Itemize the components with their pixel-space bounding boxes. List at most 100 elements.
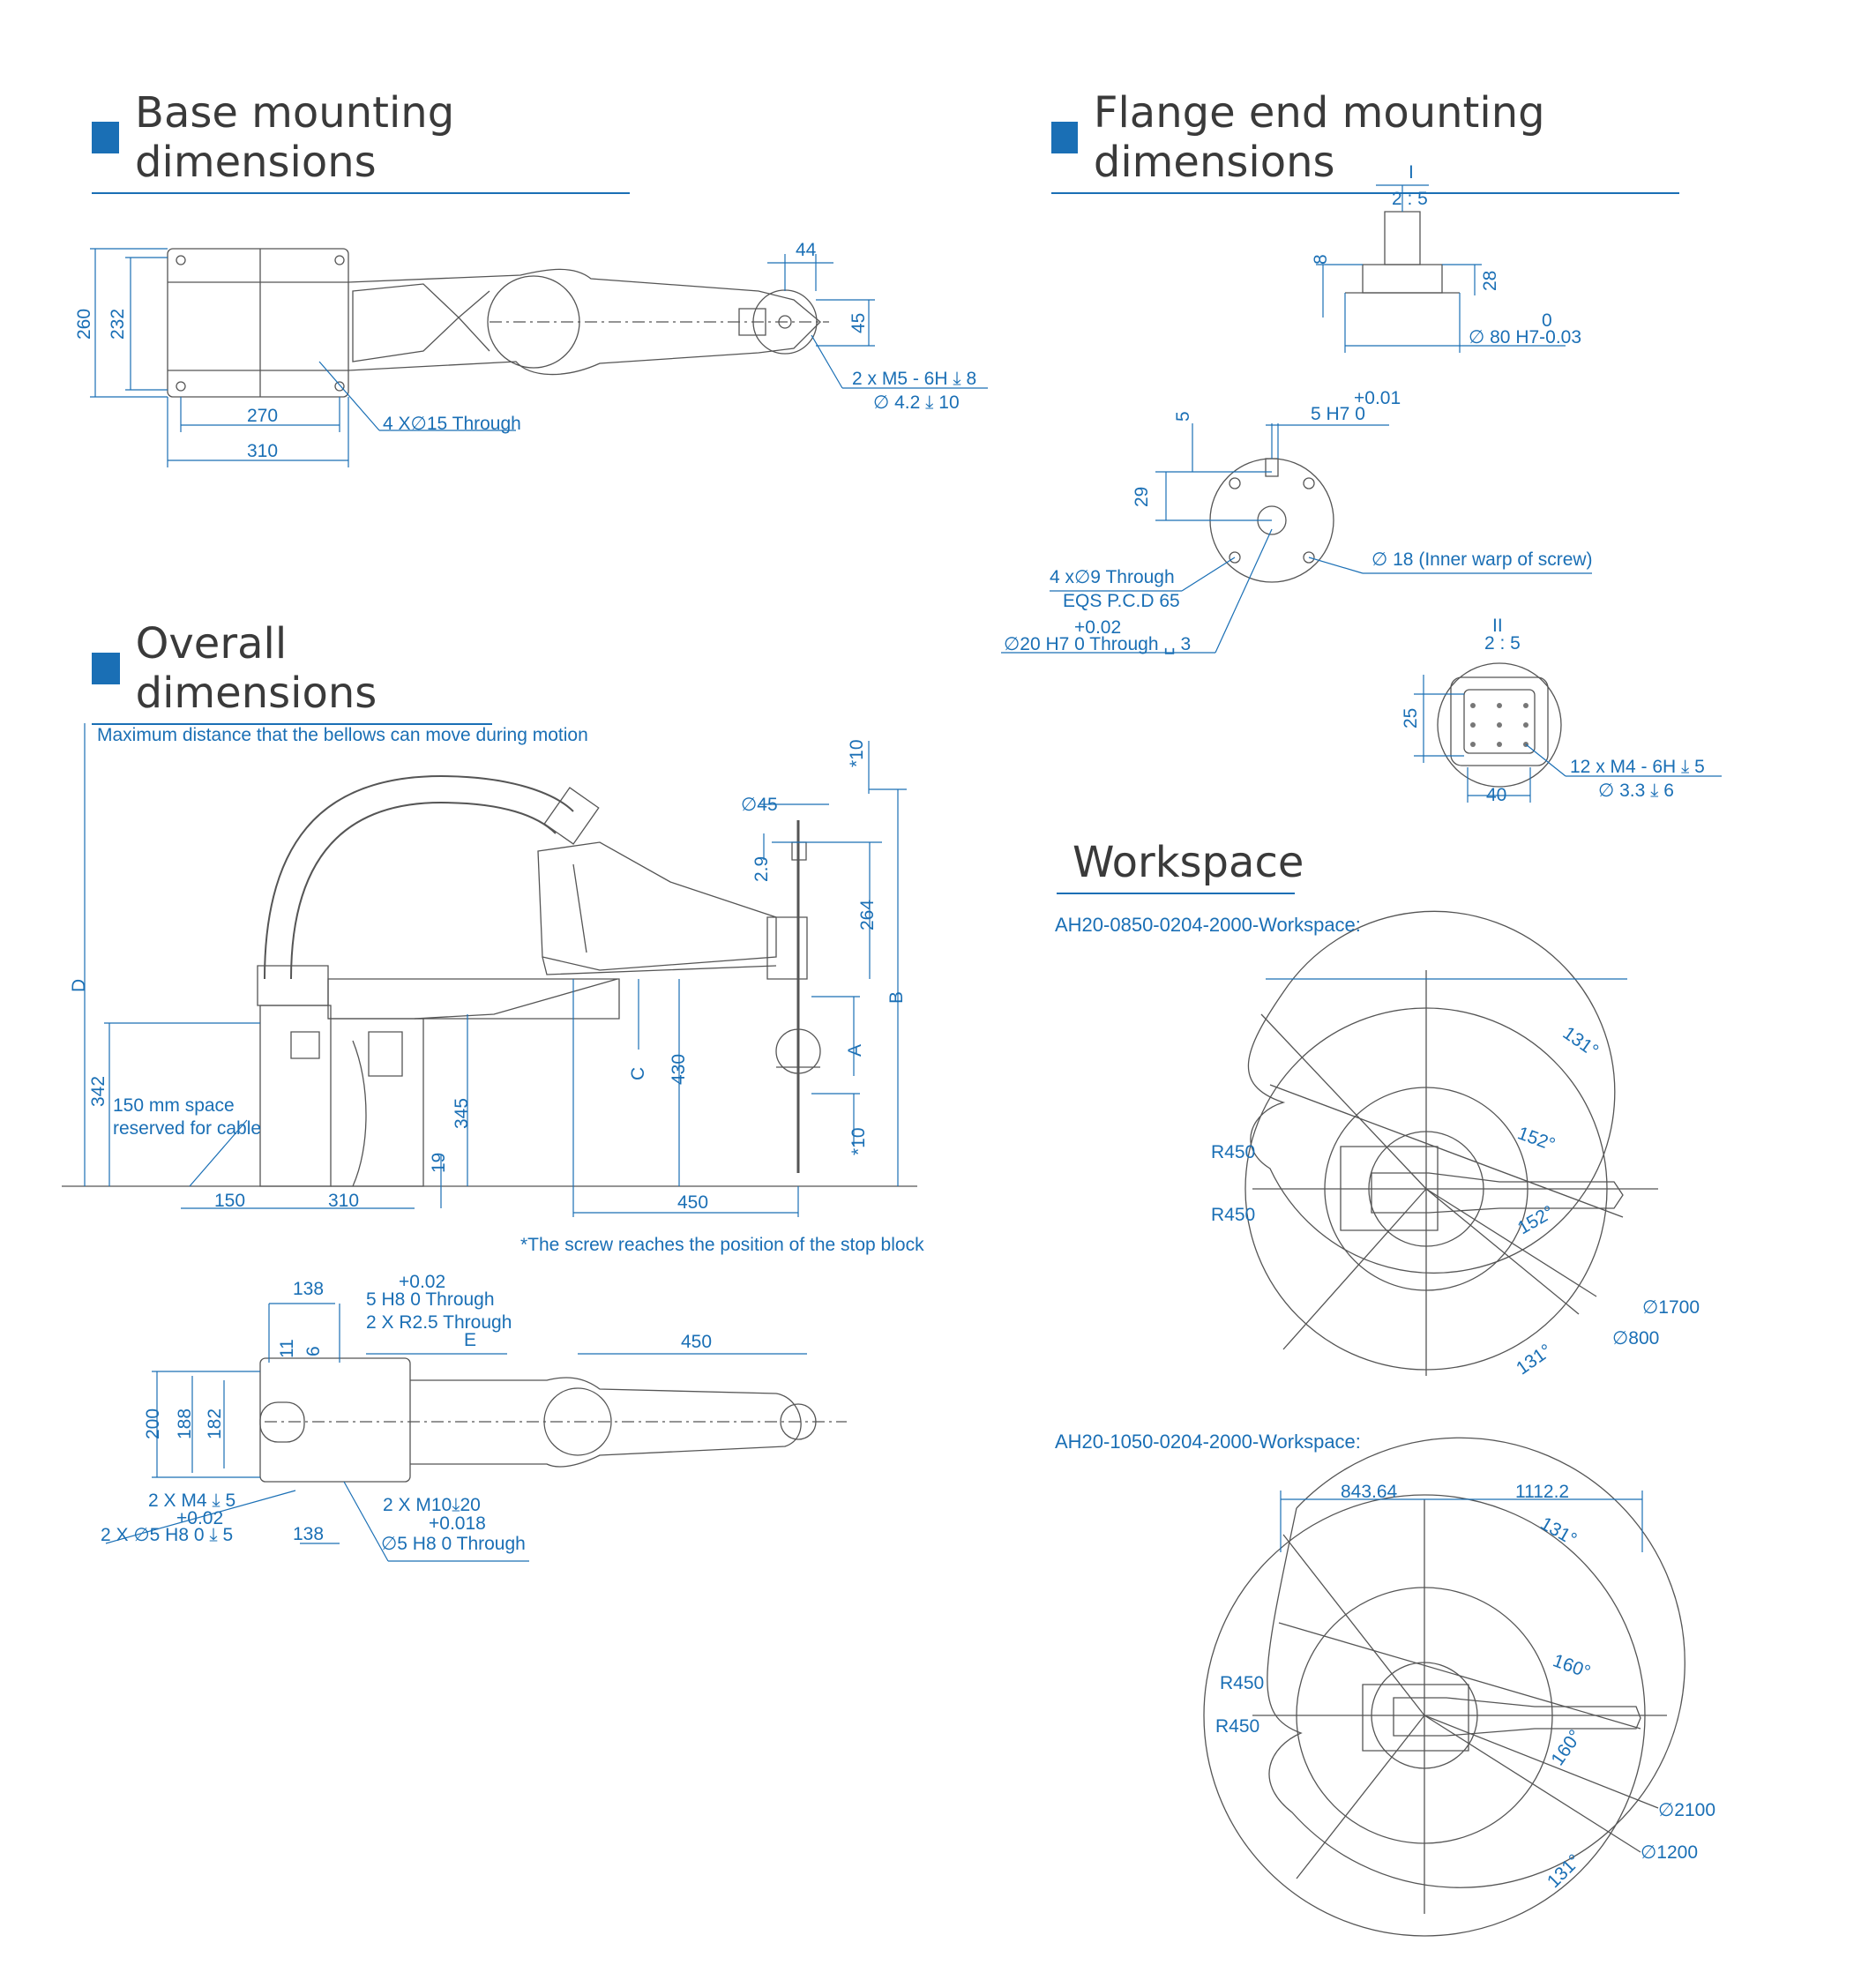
overall-section-title: Overall dimensions xyxy=(92,619,492,725)
dim-270: 270 xyxy=(247,406,279,426)
dim-19: 19 xyxy=(429,1152,449,1173)
dim-260: 260 xyxy=(74,308,94,340)
dim-44: 44 xyxy=(796,240,817,260)
dim-310-side: 310 xyxy=(328,1191,360,1211)
workspace-model-2: AH20-1050-0204-2000-Workspace: xyxy=(1055,1431,1361,1453)
dim-h8-through: 5 H8 0 Through xyxy=(366,1289,495,1310)
dim-2-9: 2.9 xyxy=(751,856,772,882)
dim-345: 345 xyxy=(452,1097,472,1129)
dim-8: 8 xyxy=(1311,254,1331,265)
base-section-title: Base mounting dimensions xyxy=(92,88,630,194)
base-m5-note-1: 2 x M5 - 6H ⤓ 8 xyxy=(852,369,977,389)
cable-note-1: 150 mm space xyxy=(113,1095,235,1116)
ws2-dim-1112: 1112.2 xyxy=(1515,1482,1570,1502)
dim-45: 45 xyxy=(848,312,869,333)
dim-h8-tol: +0.02 xyxy=(399,1272,446,1292)
ws2-r450-b: R450 xyxy=(1215,1716,1260,1737)
overall-side-view xyxy=(62,723,917,1217)
dim-450-side: 450 xyxy=(677,1192,709,1213)
blue-square-marker xyxy=(92,653,120,684)
dim-m10: 2 X M10⤓20 xyxy=(383,1495,481,1515)
ws2-d1200: ∅1200 xyxy=(1641,1842,1699,1863)
dim-d20: ∅20 H7 0 Through ␣ 3 xyxy=(1004,634,1192,654)
pcd-note: EQS P.C.D 65 xyxy=(1063,591,1180,611)
label-C: C xyxy=(628,1066,648,1080)
overall-title-text: Overall dimensions xyxy=(135,619,377,718)
blue-square-marker xyxy=(92,122,120,153)
dim-star10-bot: *10 xyxy=(848,1127,869,1155)
dim-r25: 2 X R2.5 Through xyxy=(366,1312,512,1333)
flange-view1-label: I xyxy=(1409,162,1414,183)
flange-view2-scale: 2 : 5 xyxy=(1484,633,1521,654)
flange-section-title: Flange end mounting dimensions xyxy=(1051,88,1679,194)
m4-note-1: 12 x M4 - 6H ⤓ 5 xyxy=(1570,757,1705,777)
blue-square-marker xyxy=(1051,122,1078,153)
holes-9-note: 4 x∅9 Through xyxy=(1050,567,1175,587)
base-top-view xyxy=(90,249,988,467)
dim-182: 182 xyxy=(205,1408,225,1439)
dim-d18: ∅ 18 (Inner warp of screw) xyxy=(1371,549,1593,570)
label-D: D xyxy=(69,978,89,992)
ws2-r450-a: R450 xyxy=(1220,1673,1265,1693)
workspace-section-title: Workspace xyxy=(1057,838,1304,894)
m4-note-2: ∅ 3.3 ⤓ 6 xyxy=(1598,781,1674,801)
ws1-d800: ∅800 xyxy=(1612,1328,1660,1349)
dim-d45: ∅45 xyxy=(741,795,778,815)
dim-m4: 2 X M4 ⤓ 5 xyxy=(148,1491,236,1511)
workspace-1-drawing xyxy=(1245,911,1658,1376)
base-m5-note-2: ∅ 4.2 ⤓ 10 xyxy=(873,392,960,413)
dim-d5-tol: +0.02 xyxy=(176,1508,224,1528)
dim-264: 264 xyxy=(857,899,878,930)
overall-top-view xyxy=(106,1304,847,1561)
dim-310: 310 xyxy=(247,441,279,461)
ws1-r450-a: R450 xyxy=(1211,1142,1256,1162)
dim-6: 6 xyxy=(303,1346,324,1356)
ws2-d2100: ∅2100 xyxy=(1658,1800,1716,1820)
cable-note-2: reserved for cable xyxy=(113,1118,262,1139)
dim-d5b: ∅5 H8 0 Through xyxy=(381,1534,526,1554)
dim-d5: 2 X ∅5 H8 0 ⤓ 5 xyxy=(101,1525,234,1545)
base-holes-note: 4 X∅15 Through xyxy=(383,414,521,434)
ws1-d1700: ∅1700 xyxy=(1642,1297,1700,1318)
label-E: E xyxy=(464,1330,477,1350)
dim-188: 188 xyxy=(175,1408,195,1439)
dim-430: 430 xyxy=(669,1053,689,1085)
dim-342: 342 xyxy=(88,1075,108,1107)
flange-title-text: Flange end mounting dimensions xyxy=(1093,88,1545,187)
dim-5: 5 xyxy=(1173,411,1193,422)
flange-view1-scale: 2 : 5 xyxy=(1392,189,1428,209)
workspace-title-text: Workspace xyxy=(1073,838,1304,887)
label-B: B xyxy=(886,990,907,1004)
ws1-r450-b: R450 xyxy=(1211,1205,1256,1225)
dim-d80: ∅ 80 H7-0.03 xyxy=(1469,327,1582,347)
stop-block-note: *The screw reaches the position of the s… xyxy=(520,1235,924,1255)
bellows-note: Maximum distance that the bellows can mo… xyxy=(97,725,588,745)
dim-d5b-tol: +0.018 xyxy=(429,1513,486,1534)
dim-key-tol: +0.01 xyxy=(1354,388,1401,408)
flange-view-2 xyxy=(1414,663,1722,803)
base-title-text: Base mounting dimensions xyxy=(135,88,455,187)
dim-40: 40 xyxy=(1486,785,1507,805)
flange-bottom-view xyxy=(1001,423,1592,653)
dim-200: 200 xyxy=(143,1408,163,1439)
dim-150: 150 xyxy=(214,1191,246,1211)
dim-d20-tol: +0.02 xyxy=(1074,617,1122,638)
flange-view-1 xyxy=(1316,185,1566,353)
dim-d80-tol: 0 xyxy=(1542,310,1552,331)
workspace-2-drawing xyxy=(1204,1438,1685,1936)
dim-11: 11 xyxy=(277,1339,297,1358)
dim-232: 232 xyxy=(108,308,128,340)
dim-key: 5 H7 0 xyxy=(1311,404,1365,424)
dim-29: 29 xyxy=(1132,486,1152,507)
dim-star10-top: *10 xyxy=(847,739,867,767)
dim-138-bot: 138 xyxy=(293,1524,325,1544)
flange-view2-label: II xyxy=(1492,616,1503,636)
label-A: A xyxy=(845,1043,865,1057)
dim-28: 28 xyxy=(1480,270,1500,291)
dim-450-top: 450 xyxy=(681,1332,713,1352)
dim-138-top: 138 xyxy=(293,1279,325,1299)
ws2-dim-843: 843.64 xyxy=(1341,1482,1398,1502)
dim-25: 25 xyxy=(1401,707,1421,728)
workspace-model-1: AH20-0850-0204-2000-Workspace: xyxy=(1055,914,1361,936)
